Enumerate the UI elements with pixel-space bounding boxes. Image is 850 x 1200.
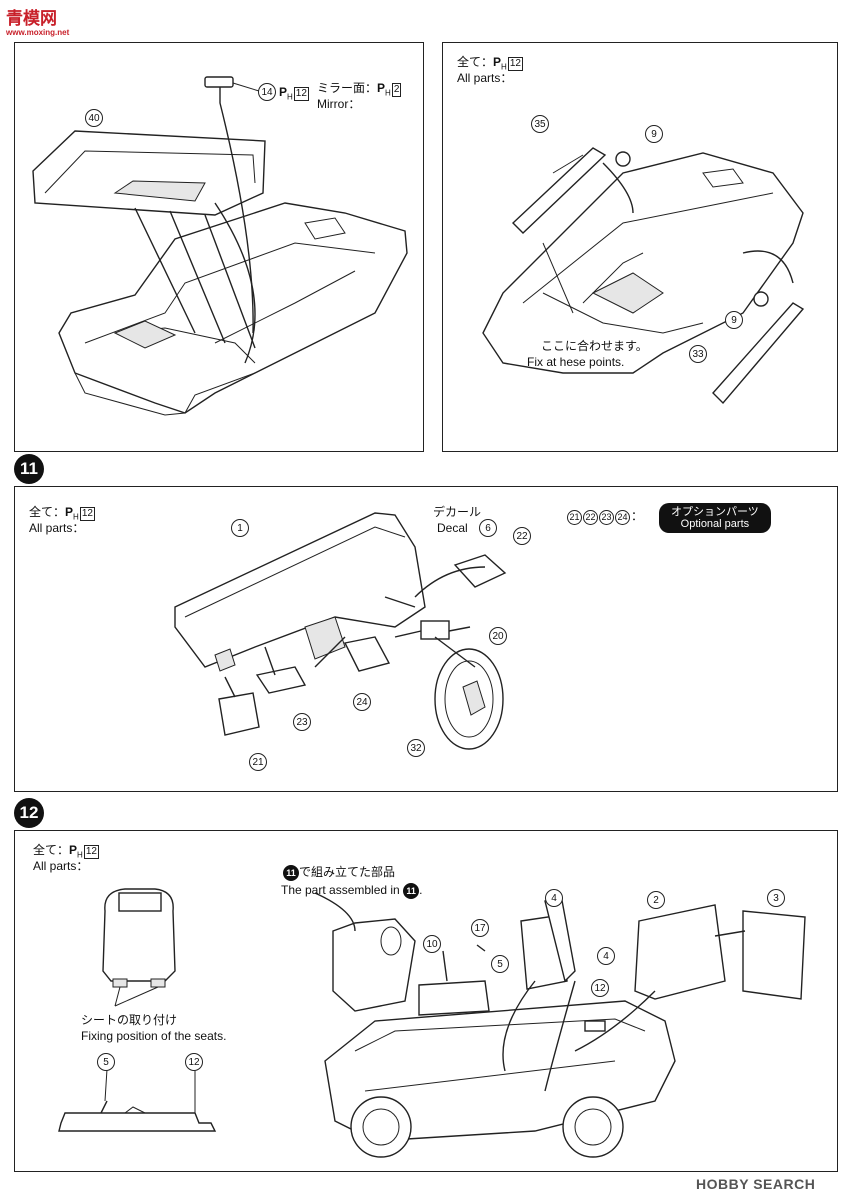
callout-10: 10 bbox=[423, 935, 441, 953]
callout-20: 20 bbox=[489, 627, 507, 645]
option-24: 24 bbox=[615, 510, 630, 525]
callout-5-inset: 5 bbox=[97, 1053, 115, 1071]
callout-32: 32 bbox=[407, 739, 425, 757]
callout-21: 21 bbox=[249, 753, 267, 771]
ph-number: 12 bbox=[79, 507, 95, 521]
assembled-step-badge-en: 11 bbox=[403, 883, 420, 899]
watermark-url: www.moxing.net bbox=[6, 28, 70, 37]
callout-12: 12 bbox=[591, 979, 609, 997]
option-22: 22 bbox=[583, 510, 598, 525]
assembled-step-badge: 11 bbox=[283, 865, 299, 881]
callout-33: 33 bbox=[689, 345, 707, 363]
watermark-logo-top: 青模网 www.moxing.net bbox=[6, 4, 69, 37]
ph-sub: H bbox=[77, 850, 83, 860]
callout-35: 35 bbox=[531, 115, 549, 133]
seat-fix-en: Fixing position of the seats. bbox=[81, 1029, 227, 1043]
fix-note-en: Fix at hese points. bbox=[527, 355, 625, 369]
all-parts-en: All parts： bbox=[29, 521, 85, 535]
ph-number: 12 bbox=[293, 87, 309, 101]
seat-fix-jp: シートの取り付け bbox=[81, 1013, 178, 1027]
fix-note-jp: ここに合わせます。 bbox=[541, 339, 648, 353]
options-colon: ： bbox=[631, 509, 644, 523]
callout-4-side: 4 bbox=[597, 947, 615, 965]
callout-12-inset: 12 bbox=[185, 1053, 203, 1071]
callout-40: 40 bbox=[85, 109, 103, 127]
ph-sub: H bbox=[501, 62, 507, 72]
ph-number: 12 bbox=[507, 57, 523, 71]
callout-23: 23 bbox=[293, 713, 311, 731]
ph-sub: H bbox=[287, 92, 293, 102]
optional-parts-en: Optional parts bbox=[680, 518, 750, 530]
all-parts-jp-text: 全て： bbox=[29, 505, 66, 519]
dashboard-drawing bbox=[174, 512, 507, 750]
ph-symbol: P bbox=[377, 81, 386, 95]
watermark-suffix: SEARCH bbox=[753, 1176, 816, 1192]
option-23: 23 bbox=[599, 510, 614, 525]
callout-decal-6: 6 bbox=[479, 519, 497, 537]
callout-2: 2 bbox=[647, 891, 665, 909]
assembled-end: . bbox=[419, 883, 423, 898]
ph-symbol: P bbox=[65, 505, 74, 519]
mirror-ph-number: 2 bbox=[391, 83, 402, 97]
callout-3: 3 bbox=[767, 889, 785, 907]
callout-9-side: 9 bbox=[725, 311, 743, 329]
interior-tub-drawing bbox=[32, 76, 408, 416]
callout-4-top: 4 bbox=[545, 889, 563, 907]
step-12-badge: 12 bbox=[14, 798, 44, 828]
watermark-logo-bottom: HOBBY SEARCH bbox=[696, 1176, 815, 1192]
callout-1: 1 bbox=[231, 519, 249, 537]
all-parts-jp-text: 全て： bbox=[33, 843, 70, 857]
option-21: 21 bbox=[567, 510, 582, 525]
watermark-char: 青 bbox=[6, 9, 23, 28]
optional-parts-jp: オプションパーツ bbox=[671, 506, 759, 518]
step-11-badge: 11 bbox=[14, 454, 44, 484]
callout-17: 17 bbox=[471, 919, 489, 937]
ph-symbol: P bbox=[279, 85, 288, 99]
seats-chassis-drawing bbox=[58, 888, 806, 1158]
callout-22: 22 bbox=[513, 527, 531, 545]
ph-symbol: P bbox=[69, 843, 78, 857]
watermark-brand: HOBBY bbox=[696, 1176, 749, 1192]
all-parts-en: All parts： bbox=[33, 859, 89, 873]
door-panel-drawing bbox=[482, 147, 805, 405]
all-parts-jp-text: 全て： bbox=[457, 55, 494, 69]
callout-24: 24 bbox=[353, 693, 371, 711]
assembled-en-text: The part assembled in bbox=[281, 883, 400, 898]
callout-14: 14 bbox=[258, 83, 276, 101]
all-parts-en: All parts： bbox=[457, 71, 513, 85]
decal-en: Decal bbox=[437, 521, 468, 535]
optional-parts-badge: オプションパーツ Optional parts bbox=[659, 503, 771, 533]
ph-symbol: P bbox=[493, 55, 502, 69]
mirror-jp: ミラー面： bbox=[317, 81, 378, 95]
mirror-label-en: Mirror： bbox=[317, 97, 361, 111]
ph-number: 12 bbox=[83, 845, 99, 859]
callout-5: 5 bbox=[491, 955, 509, 973]
assembled-label-en: The part assembled in 11. bbox=[281, 883, 422, 899]
watermark-text: 模网 bbox=[23, 9, 57, 28]
ph-sub: H bbox=[385, 88, 391, 98]
ph-sub: H bbox=[73, 512, 79, 522]
callout-9-top: 9 bbox=[645, 125, 663, 143]
decal-jp: デカール bbox=[433, 505, 482, 519]
assembled-jp-text: で組み立てた部品 bbox=[299, 865, 396, 880]
